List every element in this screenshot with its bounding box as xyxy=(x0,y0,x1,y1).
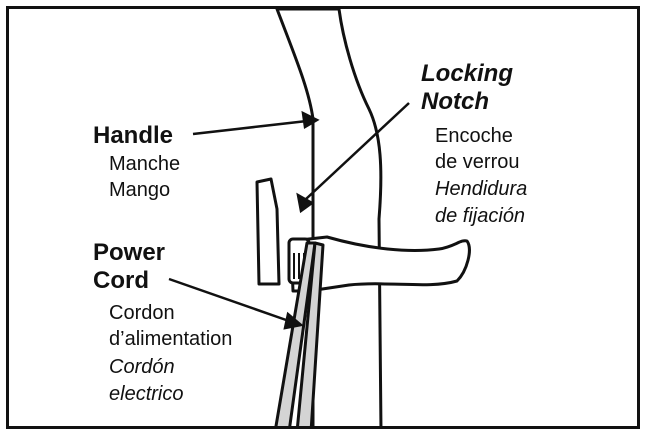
handle-label-french: Manche xyxy=(109,153,181,175)
power-cord-label-french-line1: Cordon xyxy=(109,302,175,324)
power-cord-label-line1: Power xyxy=(93,239,166,266)
power-cord-label-line2: Cord xyxy=(93,267,149,294)
handle-label-spanish: Mango xyxy=(109,179,171,201)
hook-back-plate xyxy=(255,177,281,286)
locking-notch-arrowhead xyxy=(296,192,315,214)
power-cord-arrowhead xyxy=(283,311,304,330)
locking-notch-label-spanish-line1: Hendidura xyxy=(435,178,528,200)
locking-notch-label-line2: Notch xyxy=(421,88,489,115)
locking-notch-label-line1: Locking xyxy=(421,60,514,87)
handle-label: Handle xyxy=(93,122,174,149)
power-cord-label-spanish-line1: Cordón xyxy=(109,356,175,378)
handle-shape xyxy=(275,9,383,426)
diagram-frame: Handle Manche Mango Locking Notch Encoch… xyxy=(6,6,640,429)
illustration xyxy=(168,9,471,426)
locking-notch-label-french-line1: Encoche xyxy=(435,125,513,147)
handle-arrowhead xyxy=(301,110,320,130)
locking-notch-label-french-line2: de verrou xyxy=(435,151,520,173)
power-cord-label-french-line2: d’alimentation xyxy=(109,328,233,350)
power-cord-label-spanish-line2: electrico xyxy=(109,383,184,405)
power-cord-leader xyxy=(168,277,290,323)
locking-notch-leader xyxy=(305,102,410,200)
locking-notch-label-spanish-line2: de fijación xyxy=(435,205,526,227)
power-cord xyxy=(274,241,325,426)
handle-leader xyxy=(192,119,308,136)
cord-hook xyxy=(289,235,471,293)
